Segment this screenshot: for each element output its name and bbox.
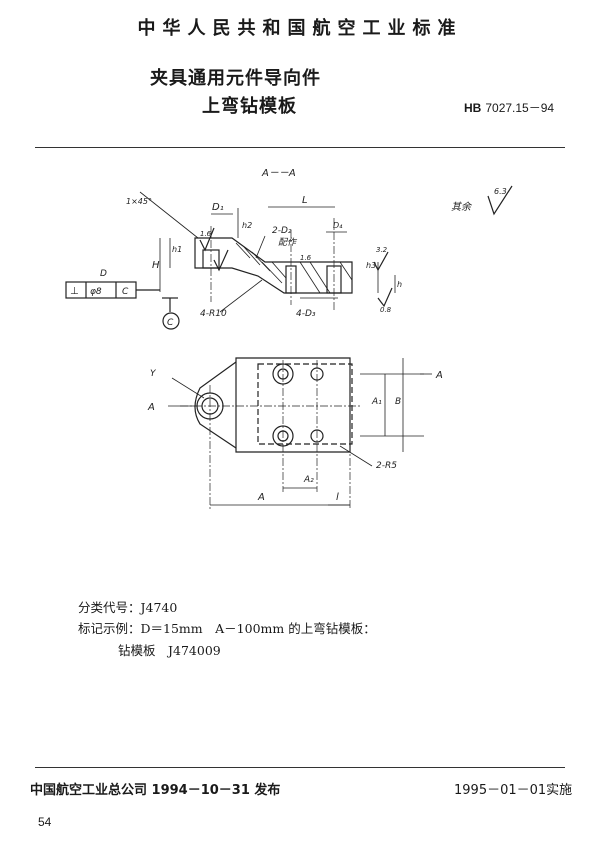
d1-label: D₁ — [212, 202, 224, 213]
document-title-line1: 夹具通用元件导向件 — [150, 68, 321, 89]
dim-l-label: l — [336, 492, 339, 503]
tolerance-datum: C — [122, 287, 129, 297]
top-rule — [35, 147, 565, 148]
chamfer-label: 1×45° — [126, 197, 152, 206]
standard-header: 中华人民共和国航空工业标准 — [137, 18, 463, 39]
ra-bottom-label: 0.8 — [380, 306, 392, 314]
ra-right2-label: 1.6 — [300, 254, 312, 262]
technical-drawing: A－－A 其余 6.3 1×45° D₁ h2 L 2-D₂ 配作 D₄ H h… — [65, 168, 513, 510]
classification-code: 分类代号：J4740 — [78, 600, 178, 615]
h3-label: h3 — [366, 261, 376, 270]
d2-label: 2-D₂ — [272, 226, 292, 236]
r5-label: 2-R5 — [376, 461, 397, 471]
implementation-date: 1995－01－01实施 — [454, 783, 573, 798]
h2-label: h2 — [242, 221, 252, 230]
tolerance-value: φ8 — [90, 287, 102, 297]
roughness-value: 6.3 — [494, 187, 507, 196]
ra-left-label: 1.6 — [200, 230, 212, 238]
a-left-label: A — [147, 402, 155, 413]
b-label: B — [395, 397, 401, 407]
perpendicularity-symbol: ⊥ — [70, 286, 79, 297]
d-label: D — [100, 269, 107, 279]
h-small-label: h — [397, 280, 402, 289]
standard-code-number: 7027.15－94 — [485, 101, 555, 115]
issue-date: 中国航空工业总公司 1994－10－31 发布 — [30, 783, 281, 798]
standard-code-prefix: HB — [464, 101, 482, 115]
footer-rule — [35, 767, 565, 768]
d2-sub-label: 配作 — [278, 237, 298, 248]
y-label: Y — [150, 369, 157, 379]
a2-label: A₂ — [303, 475, 314, 485]
d4-label: D₄ — [333, 221, 343, 230]
ra-right1-label: 3.2 — [376, 246, 388, 254]
l-label: L — [302, 195, 308, 206]
h1-label: h1 — [172, 245, 182, 254]
document-title-line2: 上弯钻模板 — [202, 96, 297, 117]
roughness-note: 其余 — [451, 201, 473, 213]
h-label: H — [152, 260, 160, 271]
d3-label: 4-D₃ — [296, 309, 316, 319]
datum-c-label: C — [167, 318, 174, 328]
section-label: A－－A — [261, 168, 296, 179]
marking-example-line2: 钻模板 J474009 — [118, 643, 221, 658]
a-right-label: A — [435, 370, 443, 381]
a1-label: A₁ — [371, 397, 382, 407]
r10-label: 4-R10 — [200, 309, 227, 319]
marking-example: 标记示例：D＝15mm A－100mm 的上弯钻模板： — [78, 621, 376, 636]
page-number: 54 — [38, 815, 52, 829]
dim-a-label: A — [257, 492, 265, 503]
